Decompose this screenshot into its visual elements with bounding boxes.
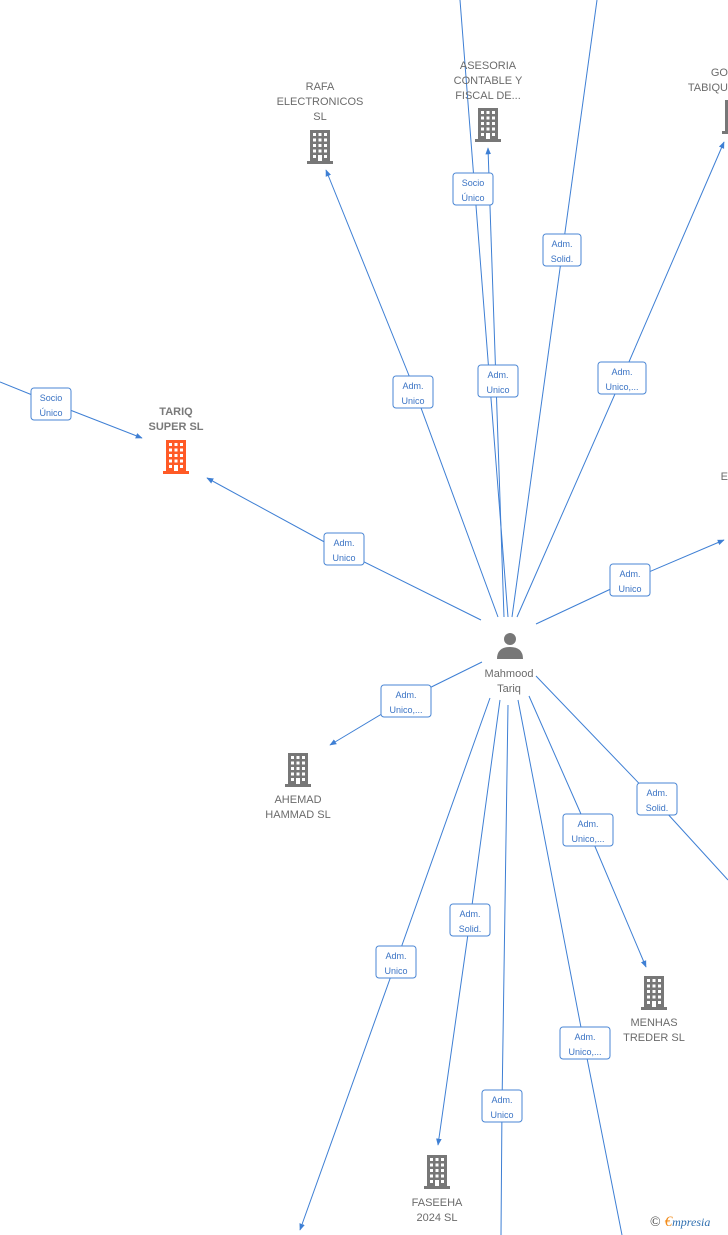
edge-label-text: Unico [486,385,509,395]
edge-label-text: Único [39,408,62,418]
brand-logo-initial: € [664,1214,673,1230]
edge-label-text: Socio [462,178,485,188]
company-node-tariq[interactable]: TARIQ SUPER SL [148,406,204,474]
company-name-line: GO [711,67,728,79]
company-name-line: SL [313,111,326,123]
edge-label-text: Adm. [574,1032,595,1042]
edge-label-text: Solid. [646,803,669,813]
copyright-icon: © [650,1215,661,1230]
company-name-line: ELECTRONICOS [277,96,364,108]
building-icon [285,753,311,787]
building-icon [722,100,728,134]
edge-label-text: Solid. [459,924,482,934]
nodes: RAFA ELECTRONICOS SL ASESORIA CONTABLE Y FISC… [148,60,728,1224]
copyright-footer: ©€mpresia [650,1214,710,1231]
company-node-ahemad[interactable]: AHEMAD HAMMAD SL [265,753,331,821]
company-name-line: ASESORIA [460,60,517,72]
edge-label-text: Único [461,193,484,203]
edge-label-text: Adm. [402,381,423,391]
edge-label-adm-unico-ahemad[interactable]: Adm. Unico,... [380,684,432,718]
edge-line-1 [511,0,598,618]
company-node-rafa[interactable]: RAFA ELECTRONICOS SL [277,81,364,164]
company-name-line: MENHAS [630,1017,677,1029]
edge-label-text: Adm. [487,370,508,380]
person-name-last: Tariq [497,683,521,695]
edge-label-adm-unico-tariq[interactable]: Adm. Unico [323,532,365,566]
edge-labels: SocioÚnicoAdm.Solid.Adm.UnicoAdm.UnicoAd… [30,172,678,1123]
person-name-first: Mahmood [485,668,534,680]
edge-label-text: Unico,... [605,382,638,392]
edge-label-text: Adm. [619,569,640,579]
edge-label-text: Adm. [646,788,667,798]
company-name-line: SUPER SL [148,421,203,433]
edge-label-adm-solid-right[interactable]: Adm. Solid. [636,782,678,816]
company-name-line: TREDER SL [623,1032,685,1044]
company-name-line: TABIQU [688,82,728,94]
edge-label-text: Unico [490,1110,513,1120]
company-name-line: HAMMAD SL [265,809,330,821]
edge-line-13 [517,699,623,1235]
edge-label-text: Adm. [333,538,354,548]
company-name-line: 2024 SL [417,1212,458,1224]
brand-name[interactable]: mpresia [672,1215,711,1229]
building-icon [475,108,501,142]
company-name-line: E [721,471,728,483]
edge-label-adm-solid-faseeha[interactable]: Adm. Solid. [449,903,491,937]
edge-label-text: Unico,... [568,1047,601,1057]
edge-label-adm-unico-bottom-left[interactable]: Adm. Unico [375,945,417,979]
edge-label-text: Adm. [459,909,480,919]
company-node-menhas[interactable]: MENHAS TREDER SL [623,976,685,1044]
company-node-e_partial[interactable]: E [721,471,728,483]
company-name-line: TARIQ [159,406,193,418]
company-name-line: CONTABLE Y [454,75,523,87]
edge-label-text: Unico [401,396,424,406]
edge-label-text: Socio [40,393,63,403]
company-name-line: RAFA [306,81,335,93]
edge-label-text: Unico [332,553,355,563]
edge-label-adm-solid-top[interactable]: Adm. Solid. [542,233,582,267]
edge-label-text: Unico [618,584,641,594]
building-icon [163,440,189,474]
edge-label-text: Unico [384,966,407,976]
edge-label-text: Adm. [611,367,632,377]
building-icon [424,1155,450,1189]
edge-label-text: Adm. [551,239,572,249]
company-name-line: AHEMAD [274,794,321,806]
edge-label-adm-unico-e[interactable]: Adm. Unico [609,563,651,597]
edge-label-adm-unico-rafa[interactable]: Adm. Unico [392,375,434,409]
edge-label-adm-unico-bottom-right[interactable]: Adm. Unico,... [559,1026,611,1060]
company-name-line: FASEEHA [412,1197,463,1209]
person-icon [497,633,523,659]
edge-label-text: Solid. [551,254,574,264]
company-node-asesoria[interactable]: ASESORIA CONTABLE Y FISCAL DE... [454,60,523,142]
building-icon [641,976,667,1010]
edge-label-text: Unico,... [571,834,604,844]
edge-label-text: Unico,... [389,705,422,715]
edge-label-text: Adm. [491,1095,512,1105]
company-node-go[interactable]: GO TABIQU [688,67,728,134]
company-name-line: FISCAL DE... [455,90,521,102]
edge-line-14 [500,704,509,1235]
building-icon [307,130,333,164]
edge-label-text: Adm. [577,819,598,829]
edge-label-text: Adm. [395,690,416,700]
edge-label-adm-unico-menhas[interactable]: Adm. Unico,... [562,813,614,847]
edge-label-adm-unico-go[interactable]: Adm. Unico,... [597,361,647,395]
edge-label-adm-unico-bottom[interactable]: Adm. Unico [481,1089,523,1123]
edge-label-text: Adm. [385,951,406,961]
company-node-faseeha[interactable]: FASEEHA 2024 SL [412,1155,463,1224]
edge-label-adm-unico-asesoria[interactable]: Adm. Unico [477,364,519,398]
